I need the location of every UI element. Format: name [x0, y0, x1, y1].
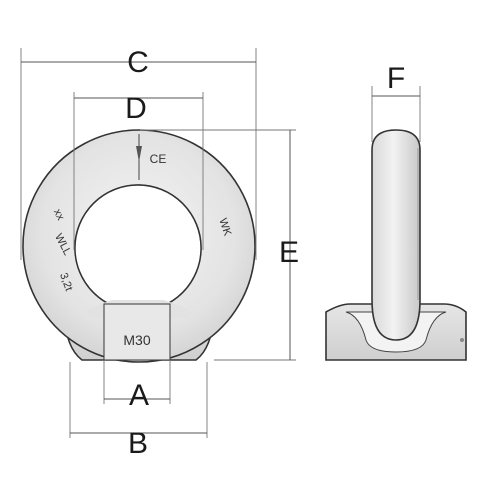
dimension-label-f: F [387, 62, 405, 95]
front-dimensions: C D E A B [20, 46, 299, 460]
front-view: M30 CE WK WLL 3,2t xx [22, 129, 256, 363]
top-mark-notch [136, 146, 142, 162]
side-base-detail [460, 338, 464, 342]
dimension-label-d: D [125, 92, 147, 125]
side-view [325, 129, 467, 361]
front-hole-edge [74, 184, 202, 312]
dimension-label-e: E [279, 236, 299, 269]
thread-label: M30 [123, 332, 150, 348]
load-mark: 3,2t [57, 271, 75, 292]
dimension-label-a: A [129, 379, 149, 412]
side-ring [371, 129, 421, 341]
thread-window [103, 303, 171, 361]
wk-mark: WK [216, 217, 233, 238]
ce-mark: CE [150, 152, 167, 166]
symbol-mark: xx [51, 207, 67, 222]
dimension-label-b: B [128, 427, 148, 460]
side-dimensions: F [371, 62, 421, 142]
dimension-label-c: C [127, 46, 149, 79]
